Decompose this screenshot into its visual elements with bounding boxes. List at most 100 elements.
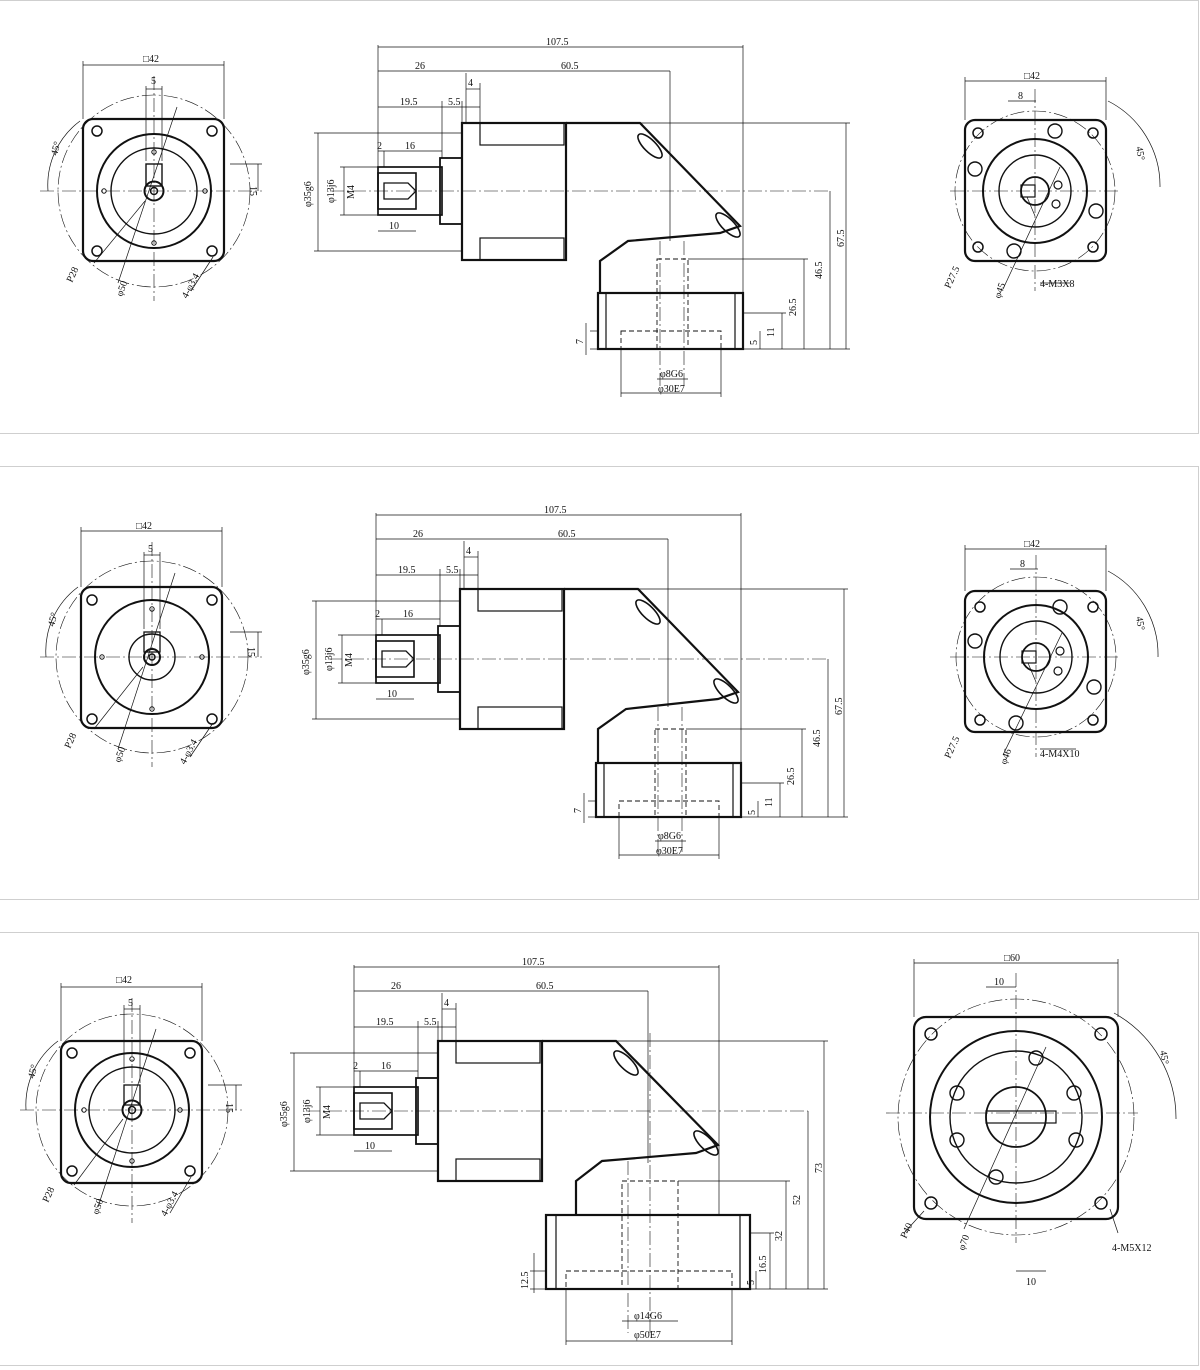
- side-view: 107.5 26 60.5 4 19.5 5.5 2 16 10 M4 φ13j…: [301, 505, 848, 859]
- side-view: 107.5 26 60.5 4 19.5 5.5 2 16 10 M4 φ13j…: [279, 957, 828, 1345]
- dim-26: 26: [391, 981, 401, 992]
- key-label: 8: [1018, 91, 1023, 102]
- thread-label: M4: [322, 1105, 333, 1119]
- height-32: 32: [774, 1231, 785, 1241]
- square-label: □42: [1024, 539, 1040, 550]
- height-12-5: 12.5: [520, 1272, 531, 1290]
- holes-label: 4-φ3.4: [159, 1190, 181, 1219]
- dim-60-5: 60.5: [536, 981, 554, 992]
- pcd-label: P28: [41, 1186, 58, 1205]
- dim-19-5: 19.5: [398, 565, 416, 576]
- drawing-svg-3: □42 5 15 45° P28 φ50 4-φ3.4: [20, 953, 1177, 1345]
- holes-label: 4-M4X10: [1040, 749, 1079, 760]
- pcd-label: P27.5: [943, 735, 963, 761]
- input-flange-view: □42 5 15 45° P28 φ50 4-φ3.4: [40, 54, 262, 301]
- square-label: □60: [1004, 953, 1020, 964]
- output-flange-view: □60 10 10 45° P40 φ70 4-M5X12: [886, 953, 1177, 1288]
- dim-60-5: 60.5: [558, 529, 576, 540]
- dim-4: 4: [466, 546, 471, 557]
- dim-4: 4: [444, 998, 449, 1009]
- drawing-panel-1: □42 5 15 45° P28 φ50 4-φ3.4: [0, 0, 1199, 434]
- offset-label: 15: [245, 647, 256, 657]
- angle-label: 45°: [49, 140, 63, 156]
- height-11: 11: [766, 327, 777, 337]
- square-label: □42: [143, 54, 159, 65]
- dim-5-5: 5.5: [424, 1017, 437, 1028]
- dim-16: 16: [403, 609, 413, 620]
- bore-label: φ8G6: [660, 369, 683, 380]
- key-label-bottom: 10: [1026, 1277, 1036, 1288]
- key-label: 8: [1020, 559, 1025, 570]
- height-26-5: 26.5: [788, 299, 799, 317]
- dim-60-5: 60.5: [561, 61, 579, 72]
- height-7: 7: [575, 339, 586, 344]
- hub-label: φ50E7: [634, 1330, 661, 1341]
- pilot-label: φ70: [956, 1233, 972, 1252]
- output-flange-view: □42 8 45° P27.5 φ45 4-M3X8: [943, 71, 1161, 300]
- dim-10: 10: [387, 689, 397, 700]
- input-flange-view: □42 5 15 45° P28 φ50 4-φ3.4: [20, 975, 242, 1223]
- dim-5-5: 5.5: [446, 565, 459, 576]
- pilot-label: φ50: [114, 279, 130, 298]
- height-5: 5: [747, 810, 758, 815]
- height-67-5: 67.5: [836, 230, 847, 248]
- dim-2: 2: [353, 1061, 358, 1072]
- bore-label: φ14G6: [634, 1311, 662, 1322]
- pilot-label: φ50: [112, 745, 128, 764]
- thread-label: M4: [346, 185, 357, 199]
- output-flange-view: □42 8 45° P27.5 φ46 4-M4X10: [943, 539, 1159, 766]
- side-view: 107.5 26 60.5 4 19.5 5.5 2 16 10 M4 φ13j…: [303, 37, 850, 397]
- drawing-panel-2: □42 5 15 45° P28 φ50 4-φ3.4: [0, 466, 1199, 900]
- angle-label: 45°: [26, 1063, 40, 1079]
- key-label: 10: [994, 977, 1004, 988]
- pilot-label: φ50: [90, 1197, 106, 1216]
- dim-2: 2: [377, 141, 382, 152]
- overall-length: 107.5: [522, 957, 545, 968]
- angle-label: 45°: [1133, 616, 1146, 632]
- dim-2: 2: [375, 609, 380, 620]
- spigot-label: φ35g6: [279, 1101, 290, 1127]
- pcd-label: P40: [899, 1222, 916, 1241]
- pcd-label: P27.5: [943, 265, 963, 291]
- pcd-label: P28: [65, 266, 82, 285]
- height-16-5: 16.5: [758, 1256, 769, 1274]
- shaft-label: φ13j6: [324, 647, 335, 671]
- spigot-label: φ35g6: [301, 649, 312, 675]
- holes-label: 4-φ3.4: [178, 738, 200, 767]
- square-label: □42: [116, 975, 132, 986]
- square-label: □42: [1024, 71, 1040, 82]
- key-label: 5: [128, 998, 133, 1009]
- dim-16: 16: [381, 1061, 391, 1072]
- dim-19-5: 19.5: [400, 97, 418, 108]
- offset-label: 15: [223, 1103, 234, 1113]
- overall-length: 107.5: [546, 37, 569, 48]
- height-73: 73: [814, 1163, 825, 1173]
- holes-label: 4-φ3.4: [180, 272, 202, 301]
- dim-26: 26: [415, 61, 425, 72]
- spigot-label: φ35g6: [303, 181, 314, 207]
- height-7: 7: [573, 808, 584, 813]
- drawing-svg-2: □42 5 15 45° P28 φ50 4-φ3.4: [40, 505, 1159, 859]
- dim-4: 4: [468, 78, 473, 89]
- height-5: 5: [746, 1280, 757, 1285]
- thread-label: M4: [344, 653, 355, 667]
- key-label: 5: [151, 76, 156, 87]
- overall-length: 107.5: [544, 505, 567, 516]
- key-label: 5: [148, 544, 153, 555]
- pilot-label: φ45: [992, 281, 1008, 300]
- shaft-label: φ13j6: [302, 1099, 313, 1123]
- dim-5-5: 5.5: [448, 97, 461, 108]
- height-52: 52: [792, 1195, 803, 1205]
- shaft-label: φ13j6: [326, 179, 337, 203]
- angle-label: 45°: [1157, 1050, 1170, 1066]
- hub-label: φ30E7: [658, 384, 685, 395]
- input-flange-view: □42 5 15 45° P28 φ50 4-φ3.4: [40, 521, 262, 767]
- height-46-5: 46.5: [812, 730, 823, 748]
- holes-label: 4-M3X8: [1040, 279, 1074, 290]
- dim-19-5: 19.5: [376, 1017, 394, 1028]
- square-label: □42: [136, 521, 152, 532]
- offset-label: 15: [247, 186, 258, 196]
- dim-26: 26: [413, 529, 423, 540]
- height-11: 11: [764, 797, 775, 807]
- dim-16: 16: [405, 141, 415, 152]
